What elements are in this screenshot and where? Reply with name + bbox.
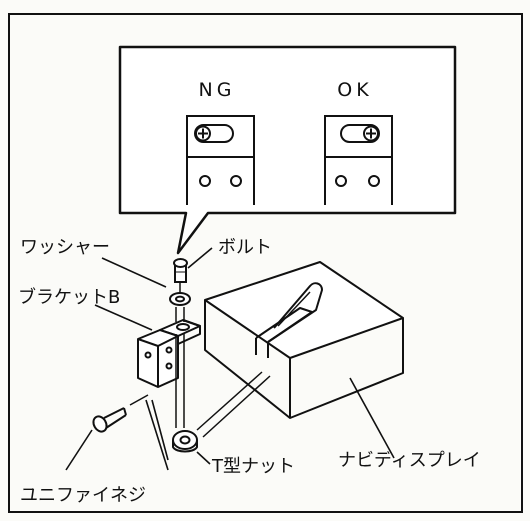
navi-display-label: ナビディスプレイ (338, 450, 481, 471)
ng-bolt-icon (195, 125, 211, 142)
washer-leader (101, 257, 167, 288)
navi-display-unit (204, 261, 404, 419)
screw-leader (65, 429, 93, 471)
assembly-guides (129, 282, 271, 438)
unifine-screw (92, 407, 127, 433)
ok-bolt-icon (363, 125, 379, 142)
tnut-leader (196, 451, 211, 465)
ok-plate (324, 115, 393, 205)
bracket-hole (165, 346, 173, 354)
bolt-leader (187, 247, 213, 269)
bracket-hole (144, 351, 152, 359)
bracket-b-label: ブラケットB (18, 286, 120, 308)
bracket-b (137, 319, 201, 388)
bracket-leader (94, 304, 153, 331)
detail-callout (118, 45, 457, 255)
outer-frame (8, 13, 523, 513)
unifine-screw-label: ユニファイネジ (20, 485, 146, 506)
washer-part (169, 292, 191, 306)
navi-leader (349, 377, 395, 459)
bracket-hole (165, 362, 173, 370)
ng-label: NG (199, 79, 236, 101)
ng-hole-right (230, 175, 242, 187)
bracket-screw-leader-2 (151, 399, 169, 461)
bolt-part (173, 258, 188, 283)
bracket-slot (176, 323, 190, 331)
ok-label: OK (337, 79, 372, 101)
ng-hole-left (199, 175, 211, 187)
t-nut-label: T型ナット (211, 456, 295, 477)
ok-hole-right (368, 175, 380, 187)
ok-hole-left (335, 175, 347, 187)
t-nut (172, 430, 198, 453)
washer-label: ワッシャー (20, 237, 110, 258)
bolt-label: ボルト (218, 237, 272, 258)
leader-lines (65, 247, 395, 471)
ng-plate (186, 115, 255, 205)
bracket-screw-leader (145, 399, 169, 471)
